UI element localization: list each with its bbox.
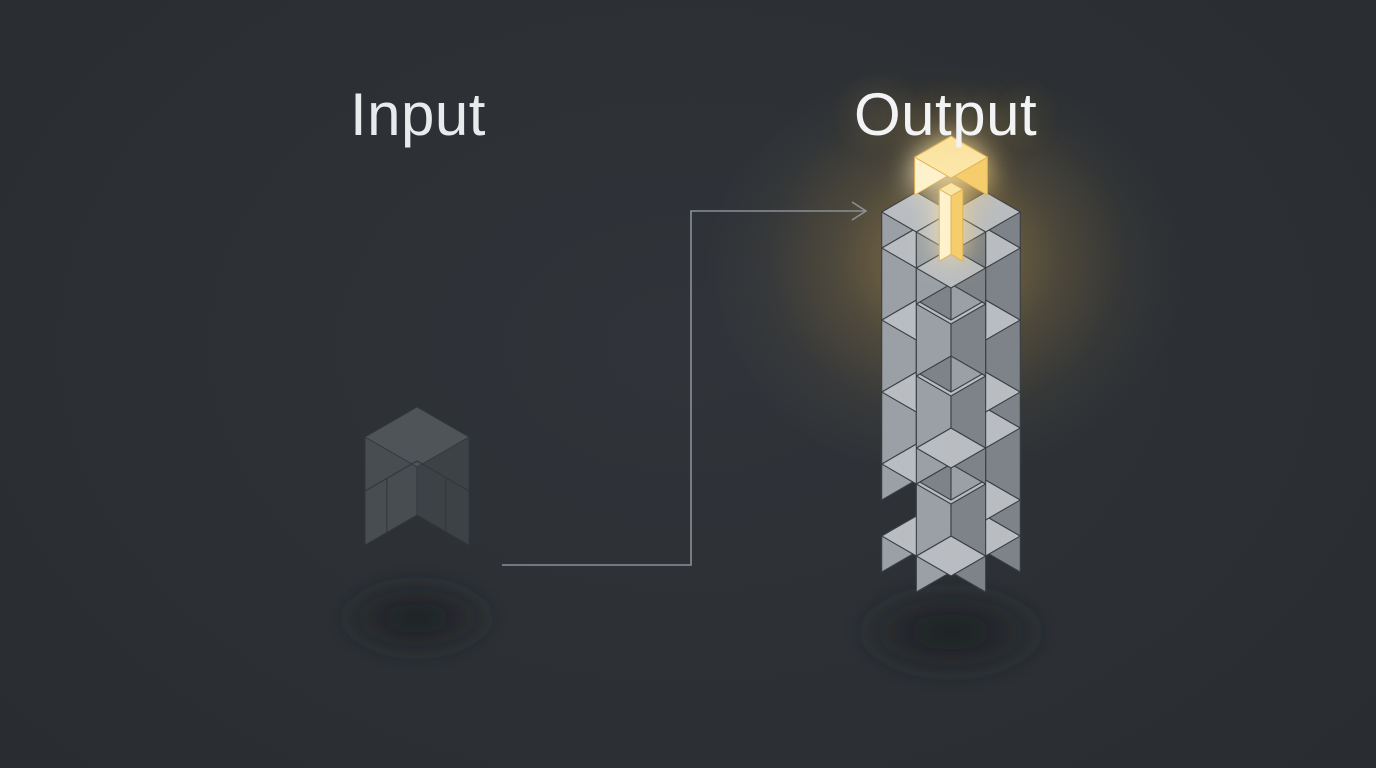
page-title-input: Input <box>350 81 486 148</box>
connector-arrowhead <box>851 201 868 221</box>
output-tower-figure <box>881 135 1021 593</box>
ground-shadows <box>334 576 1051 682</box>
page-title-output: Output <box>854 81 1038 148</box>
input-block-figure <box>364 406 470 546</box>
connector-arrow <box>502 201 868 566</box>
tower-gray-blocks <box>881 191 1021 593</box>
golden-highlight-block <box>914 135 988 262</box>
connector-line <box>502 210 866 566</box>
input-shadow <box>334 576 500 660</box>
input-seam-horizontal <box>364 460 470 492</box>
output-shadow <box>851 582 1051 682</box>
